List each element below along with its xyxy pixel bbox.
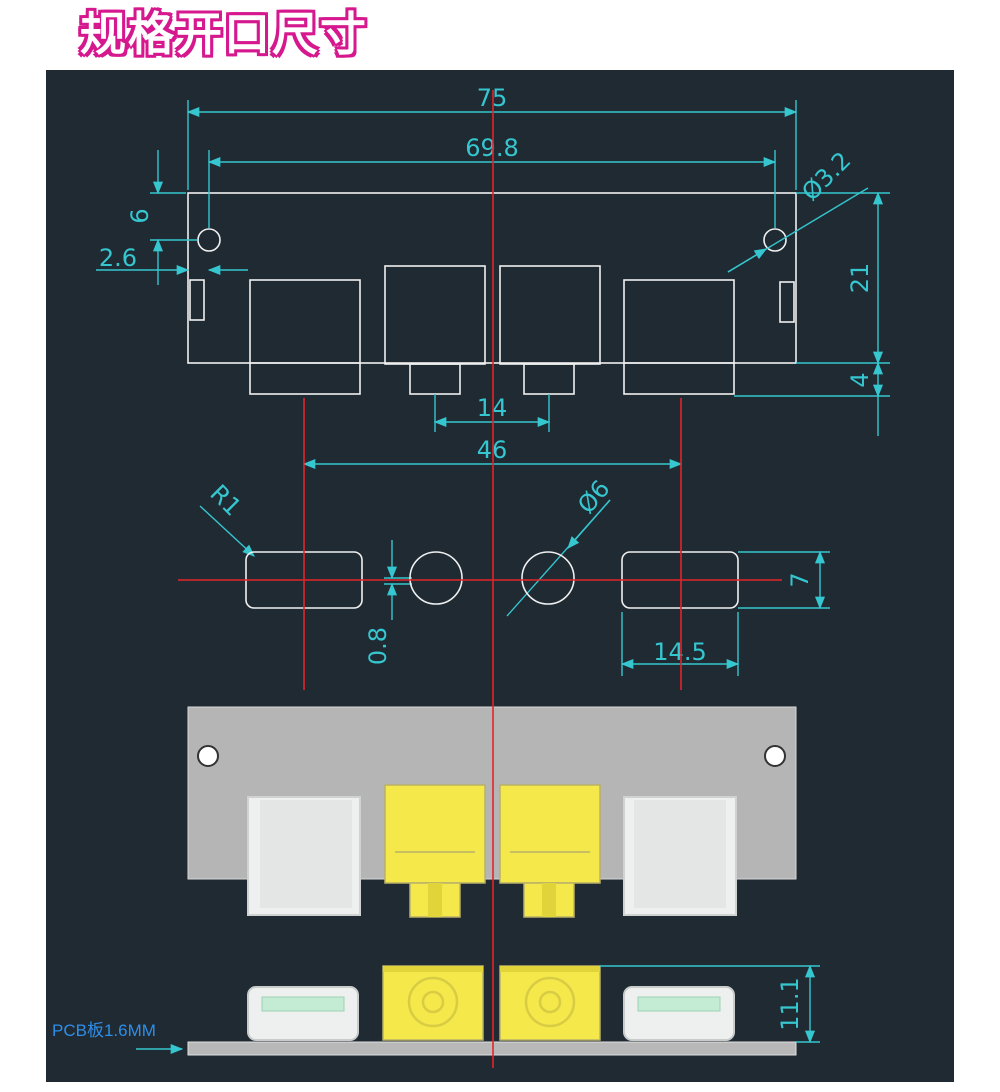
drawing-canvas: 75 69.8 6 2.6 Ø3.2 21 4 14 46 R1 Ø6 7 14 — [46, 70, 954, 1082]
rca-jack-right — [499, 784, 601, 884]
panel-hole-left — [197, 745, 219, 767]
rca-stem-outline-left — [409, 363, 461, 395]
pcb-label: PCB板1.6MM — [52, 1021, 156, 1040]
dim-connector-height: 11.1 — [776, 977, 804, 1030]
rca-body-outline-right — [499, 265, 601, 365]
page-title: 规格开口尺寸 — [80, 7, 368, 61]
rca-jack-left — [384, 784, 486, 884]
dim-offset: 0.8 — [364, 627, 392, 665]
cutout-dimension-text: 46 R1 Ø6 7 14.5 0.8 — [204, 436, 814, 666]
dim-rca-spacing: 14 — [477, 394, 508, 422]
pcb-side-view — [187, 965, 797, 1056]
usb-side-right — [623, 986, 735, 1041]
dim-side-to-hole: 2.6 — [99, 244, 137, 272]
dim-hole-spacing: 69.8 — [465, 134, 518, 162]
rca-cutout-left — [409, 551, 463, 605]
usb-side-left — [247, 986, 359, 1041]
usb-port-outline-right — [623, 279, 735, 395]
front-view-dimensions — [96, 100, 890, 436]
front-view — [187, 192, 797, 395]
rca-body-outline-left — [384, 265, 486, 365]
front-view-dimension-text: 75 69.8 6 2.6 Ø3.2 21 4 14 — [99, 84, 874, 422]
pcb-dimensions — [136, 964, 820, 1055]
dim-round-hole-diameter: Ø6 — [572, 475, 615, 519]
dim-usb-width: 14.5 — [653, 638, 706, 666]
dim-total-width: 75 — [477, 84, 508, 112]
mounting-hole-left — [197, 228, 221, 252]
usb-port-outline-left — [249, 279, 361, 395]
panel-hole-right — [764, 745, 786, 767]
dim-height: 21 — [846, 263, 874, 294]
pcb-board — [187, 1041, 797, 1056]
dim-top-to-hole: 6 — [126, 208, 154, 223]
dim-hole-diameter: Ø3.2 — [796, 146, 856, 206]
side-notch-left — [189, 279, 205, 321]
centerlines — [178, 90, 782, 1068]
side-notch-right — [779, 281, 795, 323]
dim-bottom-protrusion: 4 — [846, 372, 874, 387]
mounting-hole-right — [763, 228, 787, 252]
dim-usb-height: 7 — [786, 572, 814, 587]
technical-drawing: 75 69.8 6 2.6 Ø3.2 21 4 14 46 R1 Ø6 7 14 — [52, 84, 890, 1068]
dim-usb-spacing: 46 — [477, 436, 508, 464]
faceplate-outline — [187, 192, 797, 364]
rca-stem-outline-right — [523, 363, 575, 395]
rendered-panel — [187, 706, 797, 918]
cutout-dimensions — [199, 458, 830, 676]
rca-cutout-right — [521, 551, 575, 605]
